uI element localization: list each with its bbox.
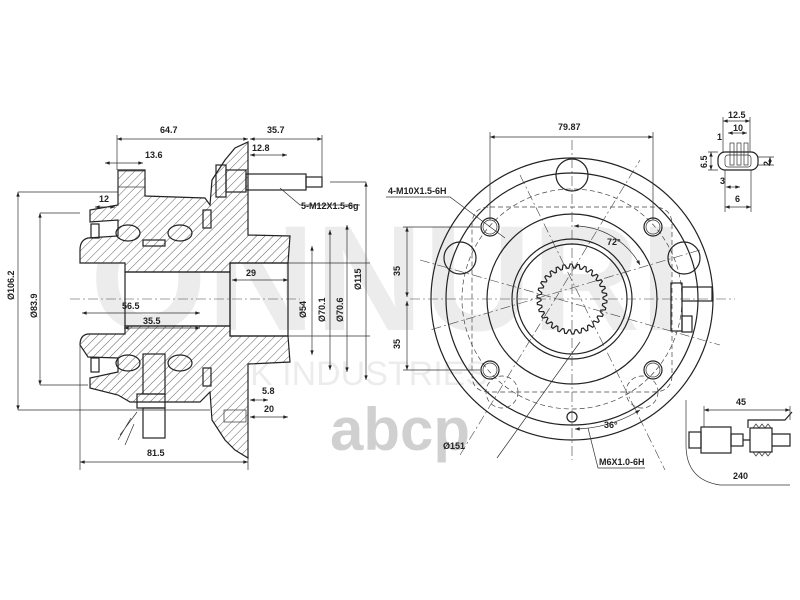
front-dimension-lines — [405, 135, 653, 370]
dim-64-7: 64.7 — [160, 125, 178, 135]
dim-13-6: 13.6 — [145, 150, 163, 160]
dim-81-5: 81.5 — [147, 448, 165, 458]
svg-text:abcp: abcp — [330, 396, 470, 463]
dim-6: 6 — [735, 194, 740, 204]
dim-12-8: 12.8 — [252, 143, 270, 153]
dim-dia-70-1: Ø70.1 — [317, 297, 327, 322]
dim-35-top: 35 — [392, 266, 402, 276]
dim-dia-106-2: Ø106.2 — [6, 270, 16, 300]
dim-45: 45 — [736, 397, 746, 407]
abs-sensor — [117, 393, 166, 446]
front-centerlines — [410, 140, 735, 471]
dim-1: 1 — [717, 132, 722, 142]
flange-outline-hidden — [471, 206, 673, 393]
angle-36-label: 36° — [604, 420, 618, 430]
dim-35-bottom: 35 — [392, 339, 402, 349]
dim-dia-83-9: Ø83.9 — [29, 293, 39, 318]
front-leader-lines — [386, 196, 645, 469]
dim-29: 29 — [246, 268, 256, 278]
dim-5-8: 5.8 — [262, 386, 275, 396]
dim-240: 240 — [733, 471, 748, 481]
side-dimension-lines — [16, 137, 368, 464]
small-thread-label: M6X1.0-6H — [599, 457, 645, 467]
dim-35-7: 35.7 — [267, 125, 285, 135]
connector-detail: 12.5 10 1 6.5 2 3 6 — [699, 110, 774, 212]
dim-35-5: 35.5 — [143, 316, 161, 326]
wheel-stud-holes — [443, 158, 701, 409]
hub-lower-section — [79, 325, 291, 460]
side-section-view: 64.7 35.7 13.6 12.8 12 5-M12X1.5-6g Ø106… — [6, 125, 370, 470]
dim-dia-54: Ø54 — [298, 301, 308, 318]
dim-12-5: 12.5 — [728, 110, 746, 120]
hub-spigot-bore — [229, 262, 289, 337]
front-view: 79.87 4-M10X1.5-6H 35 35 72° 36° Ø151 M6… — [386, 122, 735, 471]
dim-10: 10 — [733, 123, 743, 133]
stud-thread-label: 5-M12X1.5-6g — [301, 201, 359, 211]
cable-detail: 45 240 — [685, 397, 793, 486]
angle-72-label: 72° — [607, 237, 621, 247]
dim-dia-115: Ø115 — [353, 268, 363, 290]
dim-6-5: 6.5 — [699, 155, 709, 168]
front-extension-lines — [403, 132, 654, 371]
m10-threaded-holes — [480, 217, 663, 380]
dim-2: 2 — [762, 161, 772, 166]
dim-56-5: 56.5 — [122, 301, 140, 311]
bearing-upper — [90, 209, 212, 247]
bolt-thread-label: 4-M10X1.5-6H — [388, 186, 447, 196]
extension-lines — [18, 135, 370, 470]
angle-36-arc — [574, 409, 641, 431]
angle-72-arc — [573, 224, 641, 266]
dim-12: 12 — [99, 194, 109, 204]
dim-3: 3 — [720, 176, 725, 186]
dim-79-87: 79.87 — [558, 122, 581, 132]
wheel-stud — [117, 164, 323, 423]
dim-dia-70-6: Ø70.6 — [335, 297, 345, 322]
dim-20: 20 — [264, 404, 274, 414]
dim-dia-151: Ø151 — [443, 441, 465, 451]
sensor-boss — [670, 282, 713, 333]
